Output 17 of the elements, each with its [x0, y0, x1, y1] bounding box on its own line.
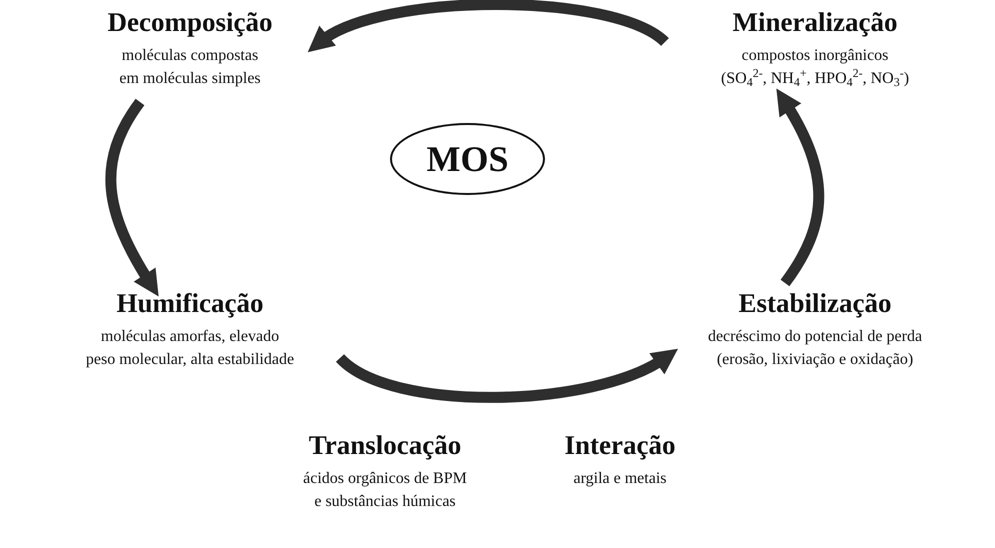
description-text: moléculas amorfas, elevado peso molecular, alta estabilidade	[84, 326, 296, 370]
curved-arrow	[776, 88, 824, 286]
heading-text: Humificação	[116, 287, 264, 320]
ellipse-node: MOS	[390, 123, 545, 195]
curved-arrow	[336, 350, 679, 403]
description-text: ácidos orgânicos de BPM e substâncias húmicas	[302, 468, 468, 512]
curved-arrow	[105, 98, 158, 297]
description-text: compostos inorgânicos (SO$_{4}$$^{2-}$, NH$_{4}$$^{+}$, HPO$_{4}$$^{2-}$, NO$_{3}$$^{-}$)	[720, 46, 910, 90]
curved-arrow	[306, 0, 668, 50]
heading-text: Decomposição	[108, 6, 272, 39]
description-text: argila e metais	[574, 468, 666, 489]
heading-text: Mineralização	[732, 6, 898, 39]
heading-text: Translocação	[308, 429, 462, 462]
heading-text: Estabilização	[738, 287, 892, 320]
description-text: decréscimo do potencial de perda (erosão, lixiviação e oxidação)	[706, 326, 924, 370]
description-text: moléculas compostas em moléculas simples	[118, 46, 262, 89]
heading-text: Interação	[564, 429, 676, 462]
